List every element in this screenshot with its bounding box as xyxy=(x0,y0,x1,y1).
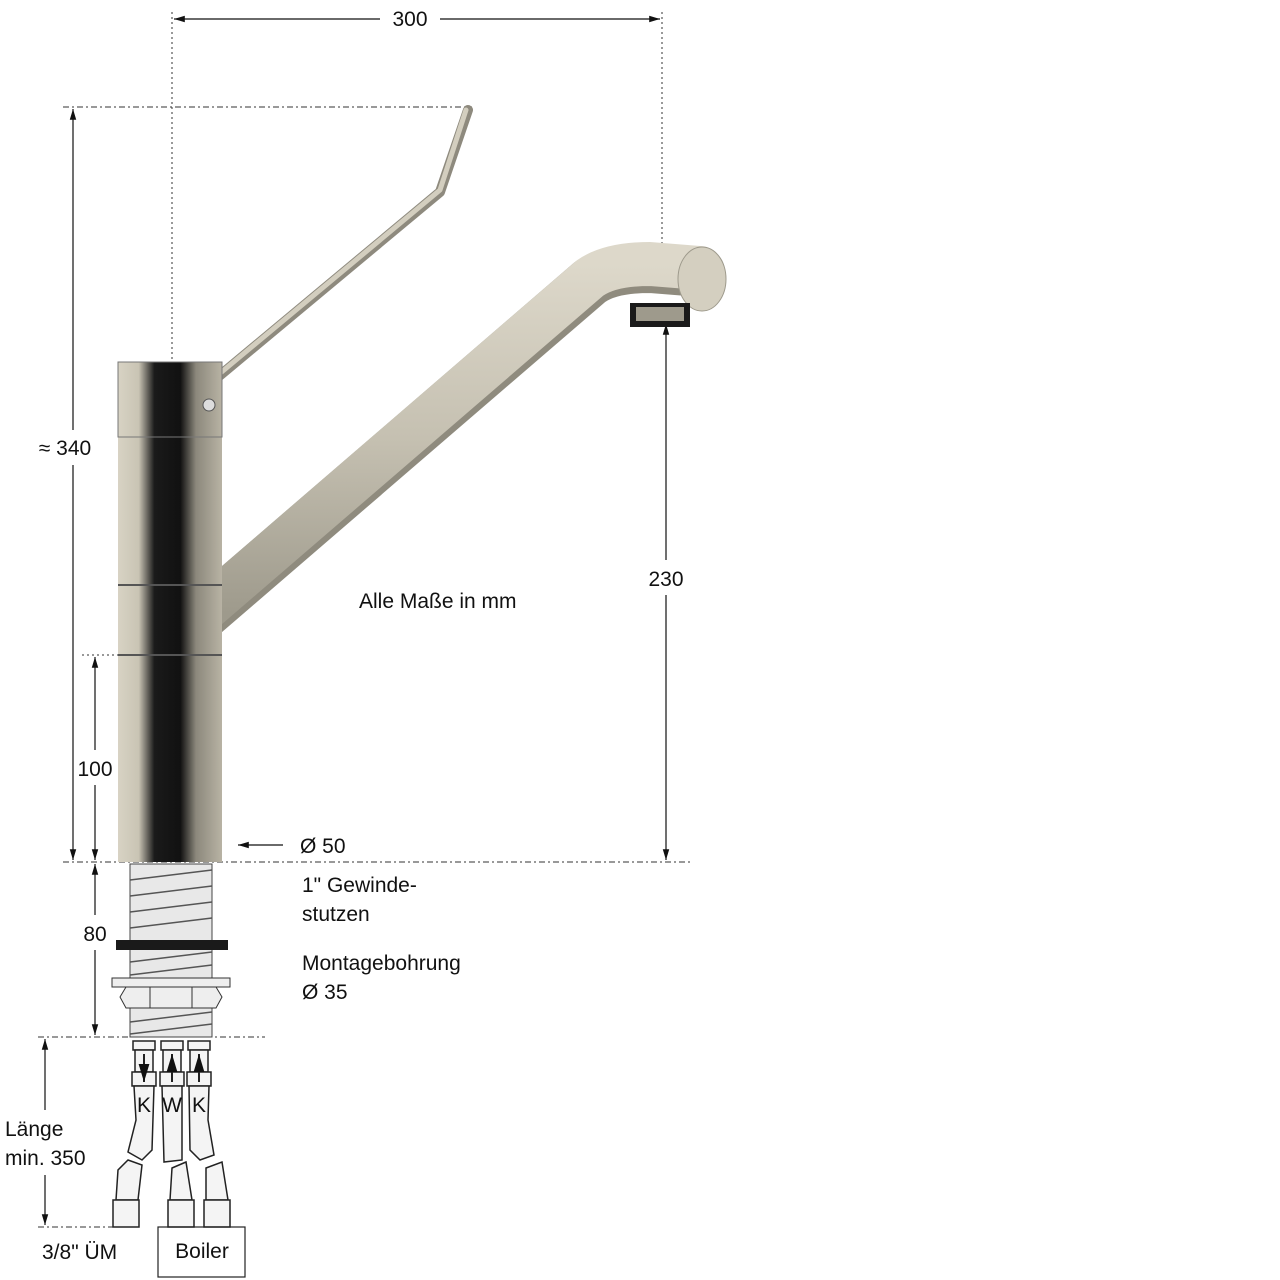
hose-label-3: K xyxy=(192,1094,206,1117)
boiler-label: Boiler xyxy=(175,1240,229,1263)
mounting-note-2: Ø 35 xyxy=(302,981,348,1004)
dimension-total-height: ≈ 340 xyxy=(39,109,91,860)
lever-pivot-icon xyxy=(202,398,216,412)
dimension-lower-body: 100 xyxy=(77,657,113,860)
hose-warm xyxy=(159,1040,195,1228)
lever-handle xyxy=(207,105,473,387)
hoses: K W K xyxy=(112,1040,231,1228)
mounting-note-1: Montagebohrung xyxy=(302,952,461,975)
lower-body-label: 100 xyxy=(77,758,112,781)
nut xyxy=(119,986,223,1009)
thread-length-label: 80 xyxy=(83,923,106,946)
hose-length-label-1: Länge xyxy=(5,1118,63,1141)
dimension-spout-height: 230 xyxy=(648,324,684,860)
dimension-thread: 80 xyxy=(83,864,107,1035)
hose-length-label-2: min. 350 xyxy=(5,1147,86,1170)
connection-label: 3/8" ÜM xyxy=(42,1241,117,1264)
diameter-label: Ø 50 xyxy=(300,835,346,858)
washer xyxy=(116,940,228,950)
units-note: Alle Maße in mm xyxy=(359,590,517,613)
threaded-stem xyxy=(111,863,231,1038)
hose-cold-1 xyxy=(112,1040,157,1228)
dimension-hose-length: Länge min. 350 xyxy=(5,1039,86,1225)
hose-label-2: W xyxy=(162,1094,182,1117)
mounting-plate xyxy=(111,977,231,988)
dimension-width: 300 xyxy=(174,8,660,31)
spout xyxy=(175,242,727,643)
boiler-box xyxy=(157,1226,246,1278)
width-label: 300 xyxy=(392,8,427,31)
hose-label-1: K xyxy=(137,1094,151,1117)
thread-note-1: 1" Gewinde- xyxy=(302,874,417,897)
spout-height-label: 230 xyxy=(648,568,683,591)
hose-cold-2 xyxy=(186,1040,231,1228)
thread-note-2: stutzen xyxy=(302,903,370,926)
faucet-body xyxy=(117,361,223,862)
total-height-label: ≈ 340 xyxy=(39,437,91,460)
